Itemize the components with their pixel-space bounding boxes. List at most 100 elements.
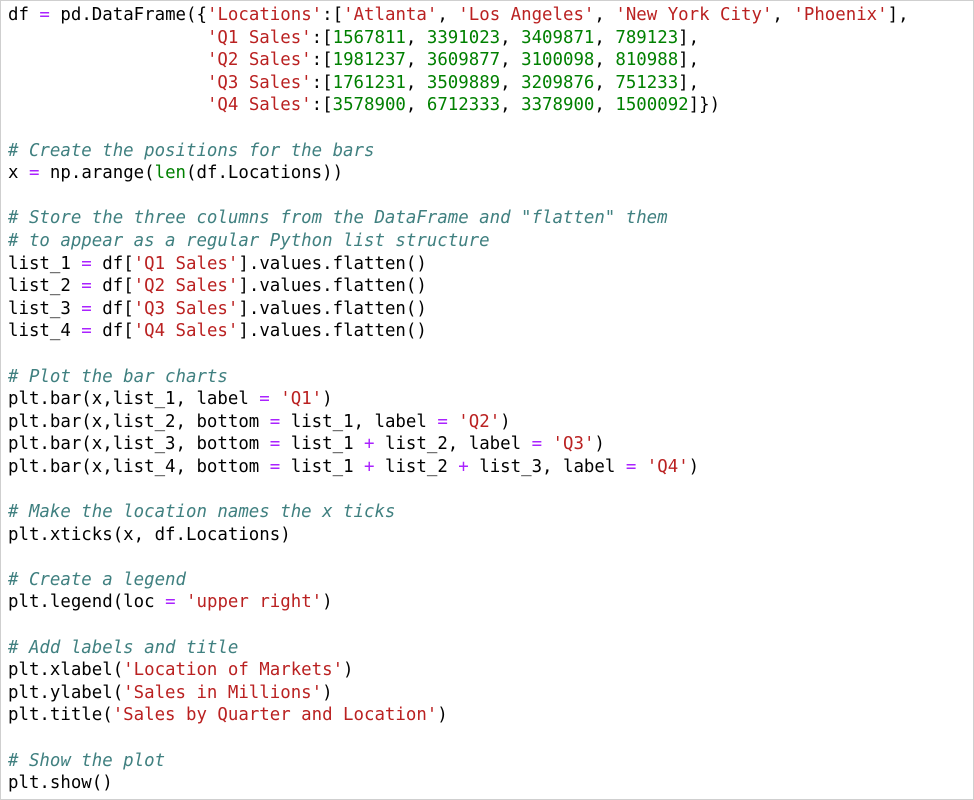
operator-token: + xyxy=(458,456,469,477)
operator-token: = xyxy=(269,411,281,432)
code-token: ) xyxy=(594,434,605,455)
code-line[interactable]: list_3 = df['Q3 Sales'].values.flatten() xyxy=(8,298,909,321)
code-token xyxy=(8,50,207,70)
code-line[interactable] xyxy=(8,343,909,366)
code-comment: # to appear as a regular Python list str… xyxy=(8,230,490,251)
operator-token: = xyxy=(81,321,92,342)
code-token: plt.xticks(x, df.Locations) xyxy=(8,524,291,545)
code-line[interactable]: list_1 = df['Q1 Sales'].values.flatten() xyxy=(8,253,909,276)
code-token: list_1, label xyxy=(280,411,438,432)
code-line[interactable]: 'Q4 Sales':[3578900, 6712333, 3378900, 1… xyxy=(8,94,909,117)
number-literal: 1981237 xyxy=(332,50,406,71)
code-token: , xyxy=(594,5,616,25)
code-token: , xyxy=(405,95,427,116)
code-line[interactable]: # to appear as a regular Python list str… xyxy=(8,230,909,253)
code-comment: # Show the plot xyxy=(8,750,166,771)
code-line[interactable]: x = np.arange(len(df.Locations)) xyxy=(8,162,909,185)
code-token: , xyxy=(500,27,522,48)
code-line[interactable]: # Store the three columns from the DataF… xyxy=(8,207,909,230)
code-token: plt.legend(loc xyxy=(8,592,166,613)
code-token: ) xyxy=(688,456,700,477)
code-token: ].values.flatten() xyxy=(238,253,427,274)
string-literal: 'Sales by Quarter and Location' xyxy=(112,705,438,726)
code-comment: # Make the location names the x ticks xyxy=(8,502,396,523)
string-literal: 'Q3 Sales' xyxy=(133,298,239,319)
code-line[interactable] xyxy=(8,185,909,208)
code-line[interactable] xyxy=(8,727,909,750)
code-token: , xyxy=(405,72,427,93)
code-token: plt.bar(x,list_1, label xyxy=(8,389,260,410)
code-line[interactable] xyxy=(8,117,909,140)
code-token: , xyxy=(594,50,616,71)
code-line[interactable]: plt.title('Sales by Quarter and Location… xyxy=(8,704,909,727)
operator-token: = xyxy=(437,411,448,432)
operator-token: = xyxy=(259,389,270,410)
code-line[interactable]: plt.ylabel('Sales in Millions') xyxy=(8,682,909,705)
code-line[interactable]: plt.xlabel('Location of Markets') xyxy=(8,659,909,682)
operator-token: = xyxy=(531,434,543,455)
string-literal: 'Atlanta' xyxy=(343,5,438,25)
code-line[interactable]: plt.bar(x,list_3, bottom = list_1 + list… xyxy=(8,433,909,456)
code-token: plt.ylabel( xyxy=(8,682,124,703)
code-line[interactable]: 'Q1 Sales':[1567811, 3391023, 3409871, 7… xyxy=(8,27,909,50)
code-token: , xyxy=(500,95,522,116)
code-line[interactable]: plt.bar(x,list_1, label = 'Q1') xyxy=(8,388,909,411)
code-token: np.arange( xyxy=(39,163,155,184)
code-line[interactable]: plt.xticks(x, df.Locations) xyxy=(8,524,909,547)
string-literal: 'New York City' xyxy=(615,5,773,25)
code-line[interactable]: list_4 = df['Q4 Sales'].values.flatten() xyxy=(8,320,909,343)
code-comment: # Create the positions for the bars xyxy=(8,140,375,161)
code-line[interactable] xyxy=(8,546,909,569)
code-line[interactable]: list_2 = df['Q2 Sales'].values.flatten() xyxy=(8,275,909,298)
code-line[interactable]: # Add labels and title xyxy=(8,637,909,660)
code-token: ].values.flatten() xyxy=(238,276,427,297)
operator-token: = xyxy=(39,5,50,25)
string-literal: 'Q3 Sales' xyxy=(206,72,312,93)
code-token: ) xyxy=(322,682,333,703)
code-token xyxy=(8,28,207,48)
code-token: :[ xyxy=(322,5,344,25)
python-code-editor[interactable]: df = pd.DataFrame({'Locations':['Atlanta… xyxy=(8,4,909,795)
code-line[interactable]: plt.bar(x,list_2, bottom = list_1, label… xyxy=(8,411,909,434)
code-line[interactable]: df = pd.DataFrame({'Locations':['Atlanta… xyxy=(8,4,909,27)
string-literal: 'Q4 Sales' xyxy=(206,95,312,116)
code-token: plt.xlabel( xyxy=(8,660,124,681)
string-literal: 'Q3' xyxy=(552,434,595,455)
code-line[interactable]: 'Q3 Sales':[1761231, 3509889, 3209876, 7… xyxy=(8,72,909,95)
code-token: pd.DataFrame({ xyxy=(49,5,207,25)
builtin-function: len xyxy=(154,163,187,184)
code-line[interactable]: # Make the location names the x ticks xyxy=(8,501,909,524)
string-literal: 'Locations' xyxy=(206,5,323,25)
string-literal: 'Q1 Sales' xyxy=(206,27,312,48)
operator-token: = xyxy=(269,456,281,477)
code-token: plt.show() xyxy=(8,773,113,794)
string-literal: 'Location of Markets' xyxy=(123,660,344,681)
number-literal: 1500092 xyxy=(615,95,689,116)
number-literal: 3609877 xyxy=(426,50,501,71)
string-literal: 'Q2 Sales' xyxy=(133,276,239,297)
code-token: , xyxy=(594,72,616,93)
code-line[interactable]: 'Q2 Sales':[1981237, 3609877, 3100098, 8… xyxy=(8,49,909,72)
code-line[interactable]: # Create the positions for the bars xyxy=(8,140,909,163)
string-literal: 'upper right' xyxy=(186,592,323,613)
code-token: df[ xyxy=(91,321,134,342)
code-line[interactable]: plt.bar(x,list_4, bottom = list_1 + list… xyxy=(8,456,909,479)
code-token: , xyxy=(772,5,794,25)
code-token: ) xyxy=(322,389,333,410)
code-line[interactable] xyxy=(8,478,909,501)
number-literal: 3100098 xyxy=(521,50,595,71)
code-token: :[ xyxy=(311,27,333,48)
code-line[interactable] xyxy=(8,614,909,637)
code-token: , xyxy=(594,27,616,48)
code-line[interactable]: # Plot the bar charts xyxy=(8,366,909,389)
code-line[interactable]: # Create a legend xyxy=(8,569,909,592)
code-token: :[ xyxy=(311,95,333,116)
code-token: list_4 xyxy=(8,321,82,342)
code-token: ], xyxy=(678,72,700,93)
code-line[interactable]: plt.show() xyxy=(8,772,909,795)
code-token: list_1 xyxy=(8,253,82,274)
code-line[interactable]: plt.legend(loc = 'upper right') xyxy=(8,591,909,614)
operator-token: = xyxy=(81,276,92,297)
code-line[interactable]: # Show the plot xyxy=(8,750,909,773)
